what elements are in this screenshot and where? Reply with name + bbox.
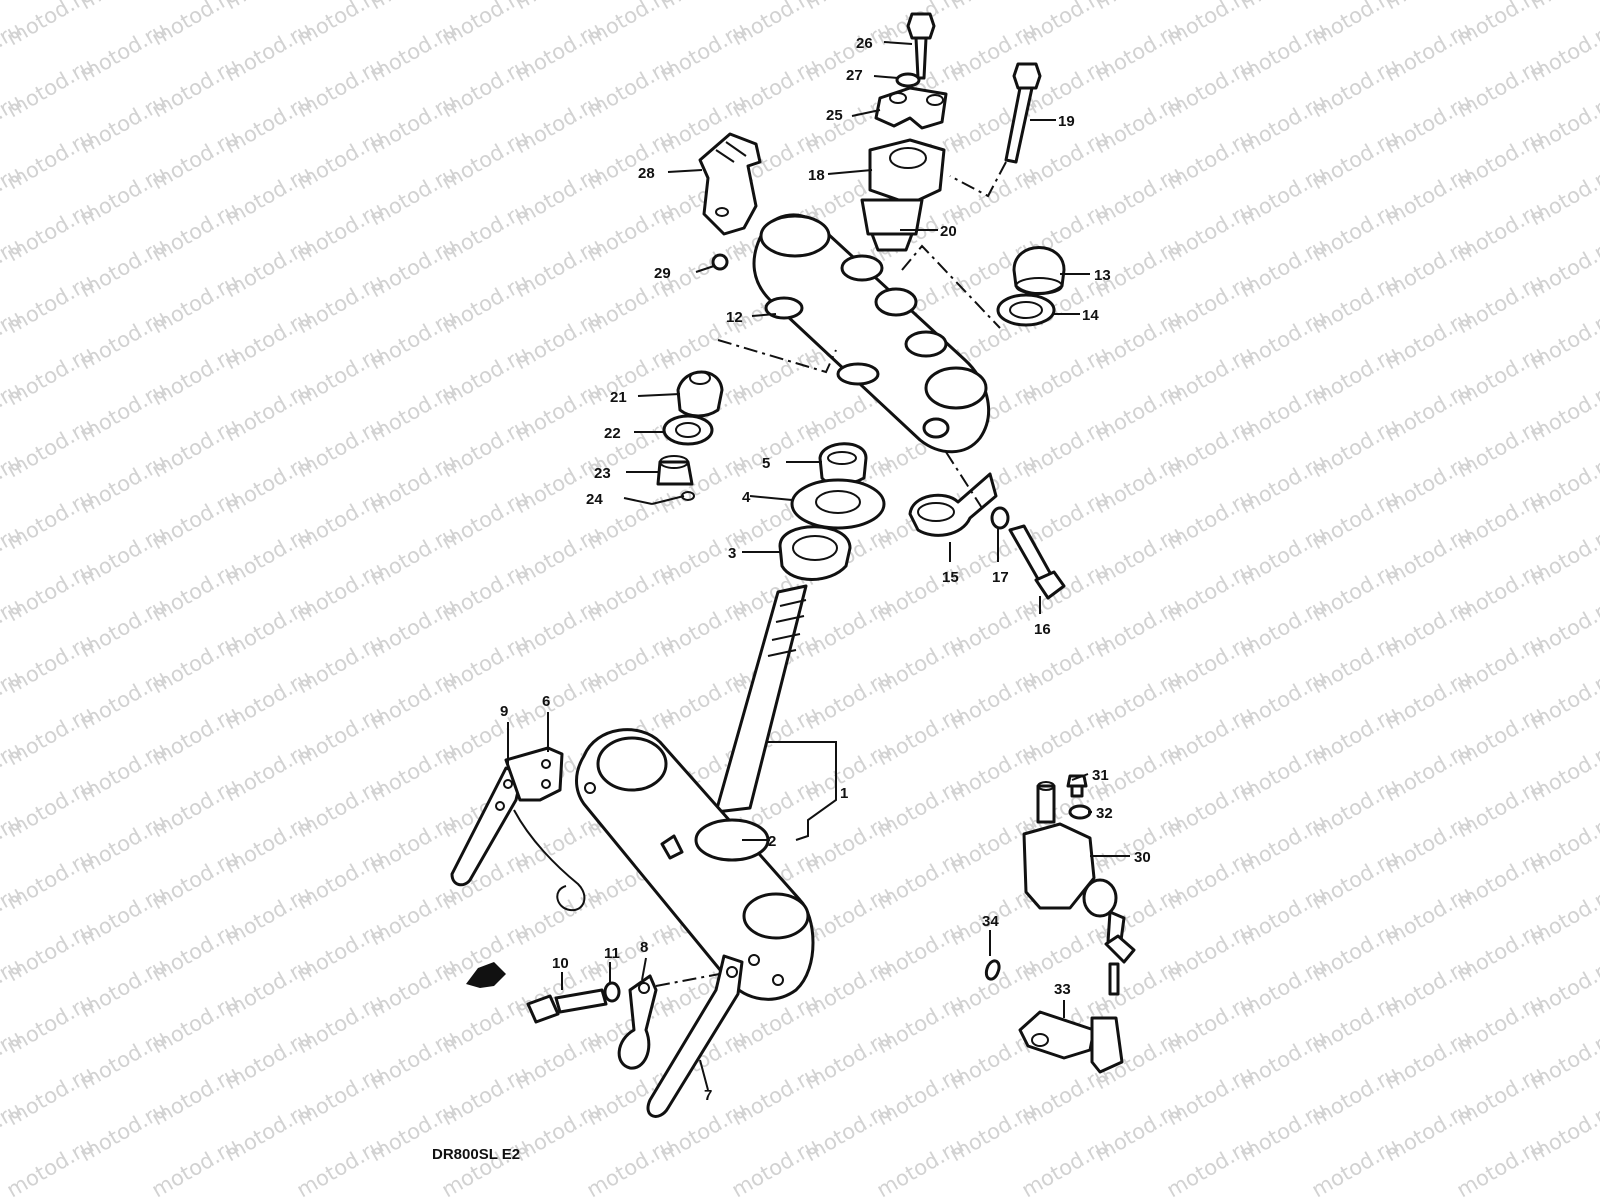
- callout-3: 3: [728, 545, 736, 562]
- callout-4: 4: [742, 489, 751, 506]
- long-bolt-19: [949, 62, 1042, 198]
- callout-17: 17: [992, 569, 1009, 586]
- callout-30: 30: [1134, 849, 1151, 866]
- callout-22: 22: [604, 425, 621, 442]
- callout-26: 26: [856, 35, 873, 52]
- callout-20: 20: [940, 223, 957, 240]
- bracket-8: [617, 971, 731, 1070]
- washer-32: [1068, 804, 1092, 820]
- callout-14: 14: [1082, 307, 1099, 324]
- clamp-bracket-28: [698, 132, 762, 236]
- callout-21: 21: [610, 389, 627, 406]
- hose-clamp-15: [908, 451, 998, 537]
- callout-25: 25: [826, 107, 843, 124]
- watermark-text: motod.ru: [1453, 1133, 1548, 1200]
- callout-7: 7: [704, 1087, 712, 1104]
- callout-32: 32: [1096, 805, 1113, 822]
- callout-6: 6: [542, 693, 550, 710]
- callout-1: 1: [840, 785, 848, 802]
- callout-10: 10: [552, 955, 569, 972]
- watermark-text: motod.ru: [1308, 1133, 1403, 1200]
- watermark-text: motod.ru: [728, 1133, 823, 1200]
- steering-stem: [714, 584, 808, 814]
- washer-17: [990, 506, 1010, 530]
- bracket-7: [646, 954, 744, 1118]
- bolt-10: [526, 988, 608, 1024]
- watermark-text: motod.ru: [583, 1133, 678, 1200]
- callout-8: 8: [640, 939, 648, 956]
- callout-2: 2: [768, 833, 776, 850]
- callout-19: 19: [1058, 113, 1075, 130]
- cotter-pin-24: [651, 491, 695, 505]
- bolt-16: [1008, 524, 1066, 600]
- handlebar-holder-bolt: [906, 12, 936, 80]
- screw-31: [1066, 774, 1088, 798]
- watermark-text: motod.ru: [1163, 1133, 1258, 1200]
- handlebar-holder-upper: [874, 86, 948, 130]
- washer-14: [996, 293, 1056, 327]
- diagram-code: DR800SL E2: [432, 1146, 520, 1163]
- callout-18: 18: [808, 167, 825, 184]
- bracket-6: [504, 746, 586, 912]
- handlebar-holder-lower: [868, 138, 946, 206]
- cap-13: [1012, 246, 1066, 295]
- washer-11: [603, 981, 621, 1003]
- callout-34: 34: [982, 913, 999, 930]
- watermark-text: motod.ru: [1018, 1133, 1113, 1200]
- leader-lines: [507, 41, 1130, 1091]
- watermark-text: motod.ru: [0, 0, 26, 14]
- callout-13: 13: [1094, 267, 1111, 284]
- callout-5: 5: [762, 455, 770, 472]
- callout-29: 29: [654, 265, 671, 282]
- washer-27: [895, 72, 921, 88]
- callout-16: 16: [1034, 621, 1051, 638]
- washer-4: [790, 478, 886, 530]
- watermark-text: motod.ru: [293, 1133, 388, 1200]
- rubber-cushion-20: [860, 198, 924, 252]
- watermark-text: motod.ru: [873, 1133, 968, 1200]
- callout-27: 27: [846, 67, 863, 84]
- washer-22: [662, 414, 714, 446]
- lower-bracket: [575, 728, 815, 1001]
- clip-34: [984, 959, 1001, 981]
- upper-bracket: [717, 213, 1001, 454]
- bearing-3: [778, 525, 852, 581]
- callout-23: 23: [594, 465, 611, 482]
- watermark-text: motod.ru: [148, 1133, 243, 1200]
- callout-9: 9: [500, 703, 508, 720]
- callout-24: 24: [586, 491, 603, 508]
- callout-28: 28: [638, 165, 655, 182]
- screw-29: [695, 253, 729, 273]
- callout-12: 12: [726, 309, 743, 326]
- callout-11: 11: [604, 945, 620, 962]
- watermark-text: motod.ru: [438, 1133, 533, 1200]
- watermark-text: motod.ru: [3, 1133, 98, 1200]
- callout-33: 33: [1054, 981, 1071, 998]
- steering-lock-30: [1022, 781, 1136, 996]
- nut-23: [656, 455, 694, 486]
- lock-cylinder-33: [1018, 1010, 1124, 1074]
- steering-stem-nut-5: [818, 442, 868, 486]
- cushion-21: [676, 370, 724, 418]
- callout-31: 31: [1092, 767, 1109, 784]
- callout-15: 15: [942, 569, 959, 586]
- front-direction-arrow: [466, 962, 506, 988]
